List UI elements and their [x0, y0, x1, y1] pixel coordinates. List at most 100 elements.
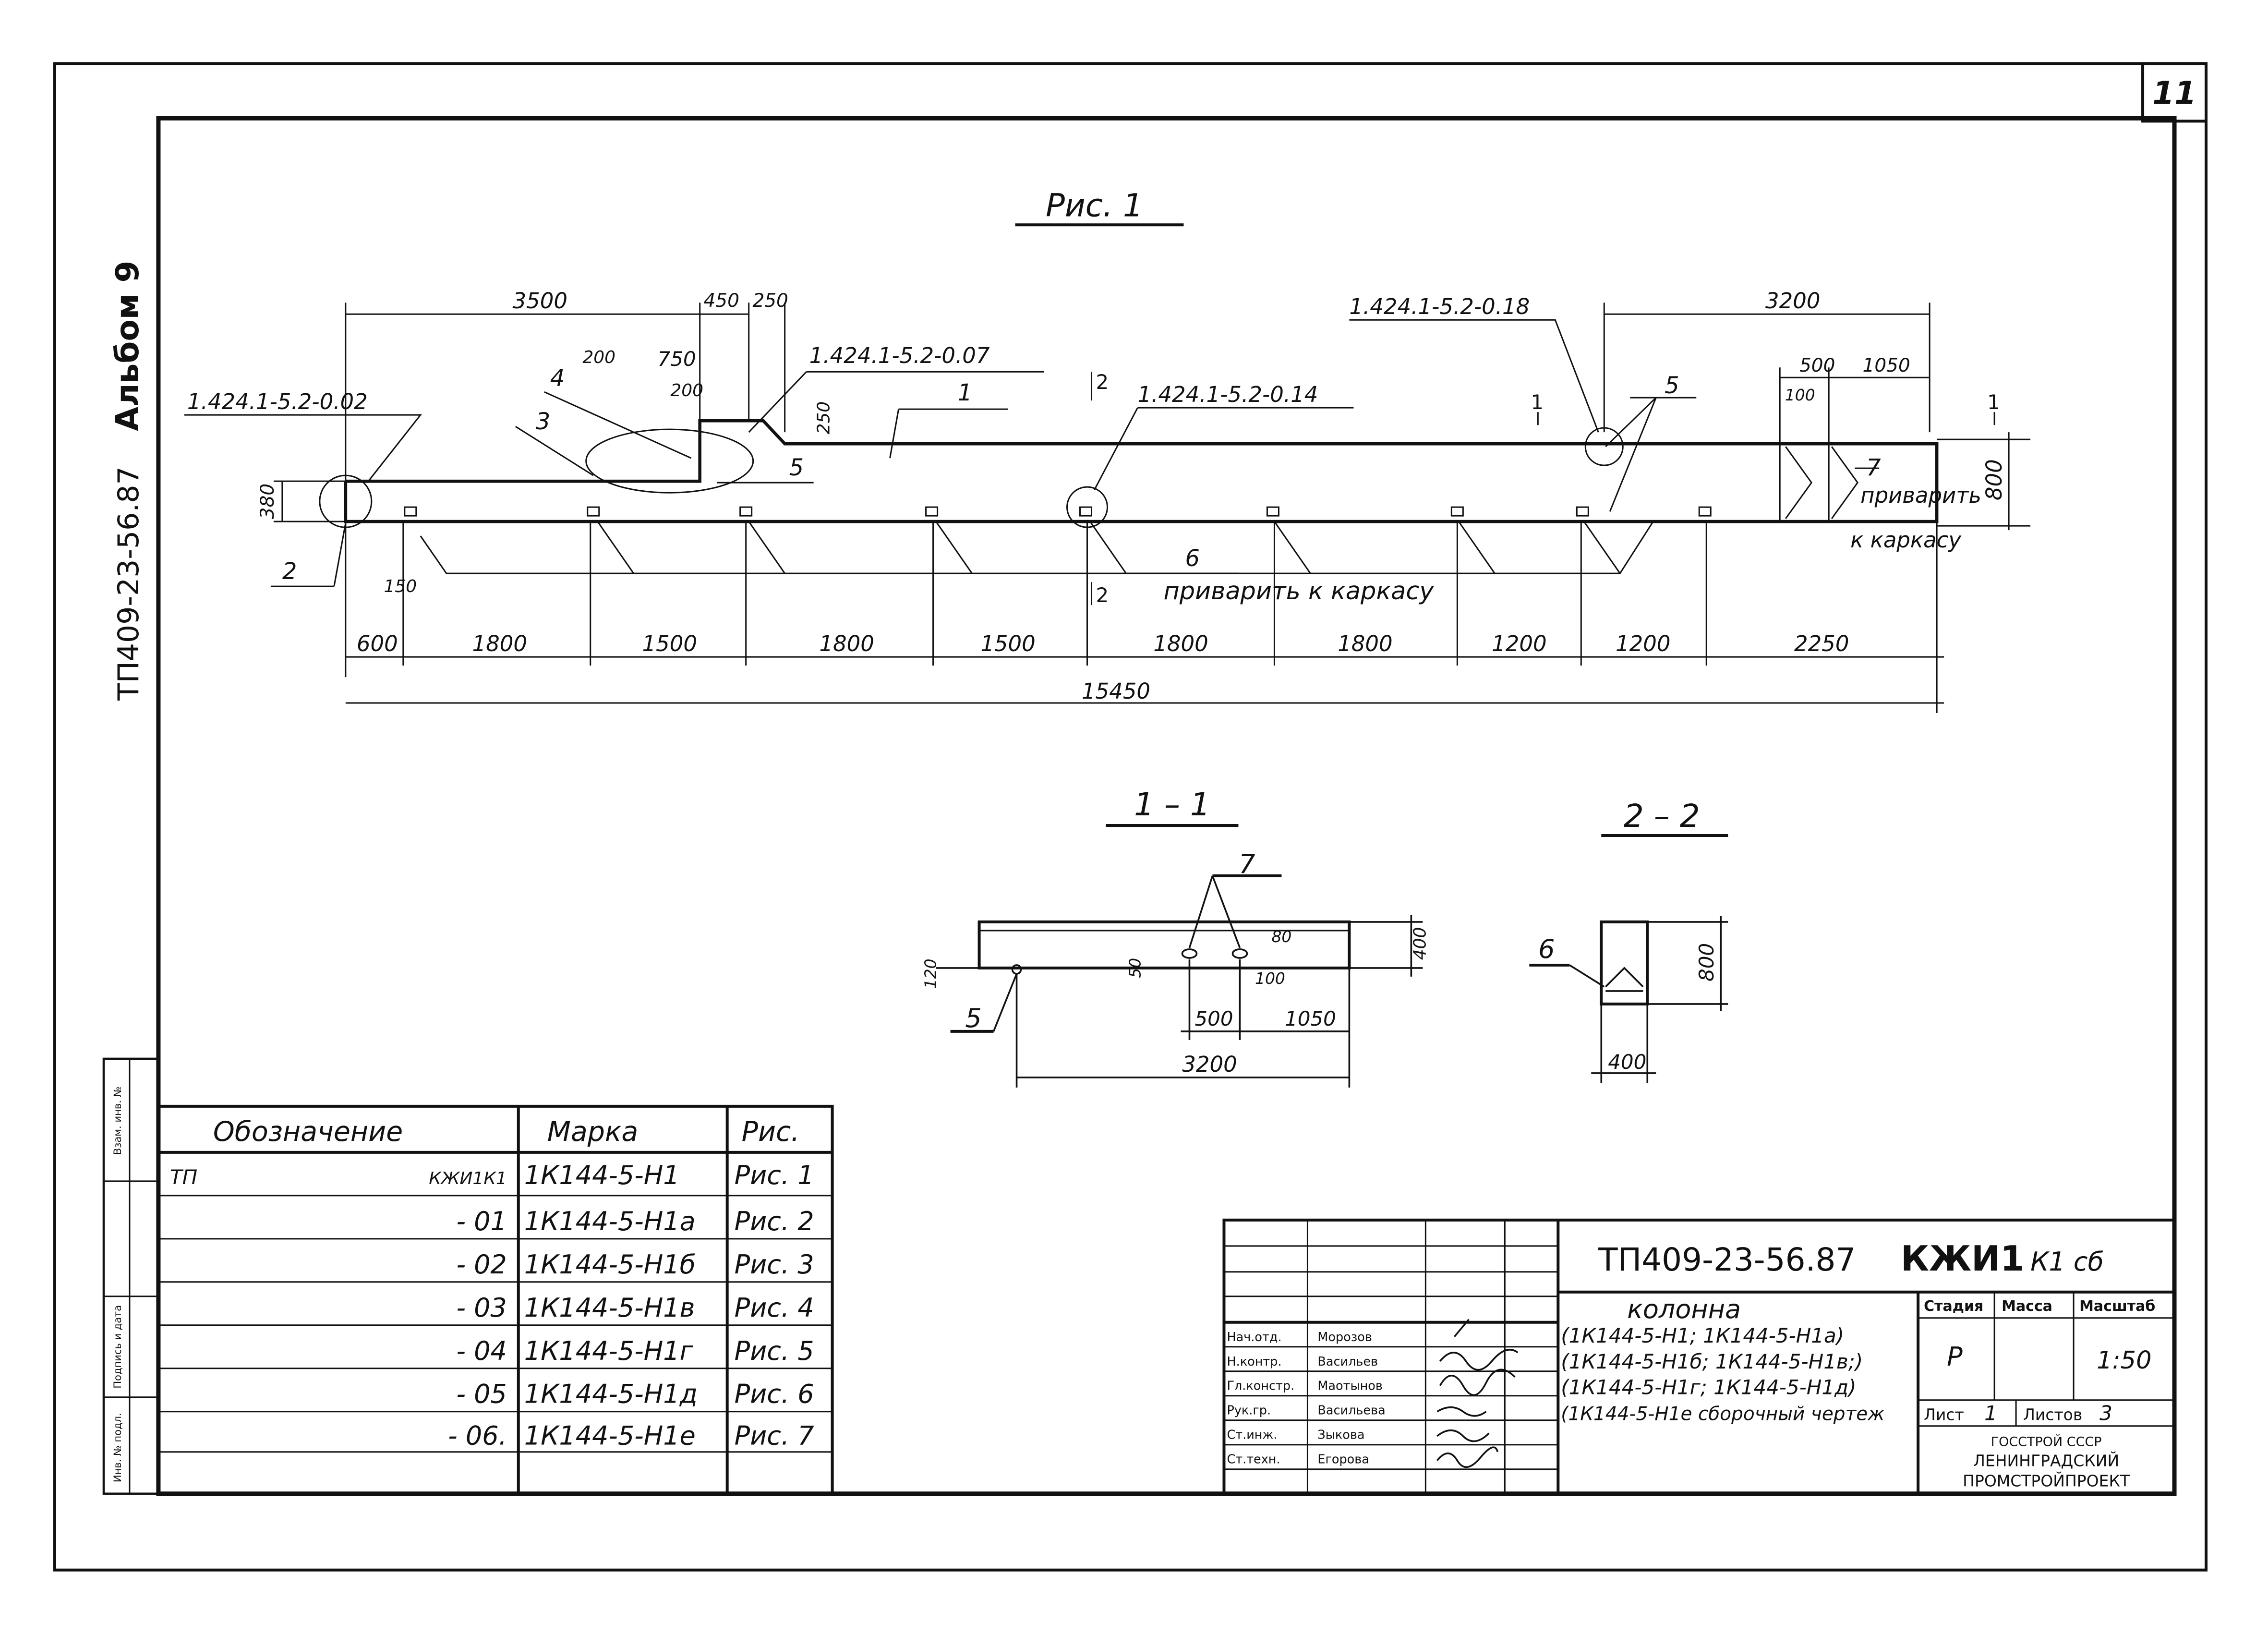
dim-100-sec: 100: [1255, 969, 1285, 988]
spec-header-fig: Рис.: [742, 1116, 800, 1148]
item-name: колонна: [1627, 1294, 1741, 1324]
dim-100: 100: [1785, 386, 1815, 404]
pos-7: 7: [1866, 454, 1881, 481]
spec-header-designation: Обозначение: [213, 1116, 403, 1148]
table-cell: Рис. 1: [735, 1160, 814, 1190]
pos-6-sec: 6: [1538, 934, 1555, 964]
table-cell: 1К144-5-Н1в: [524, 1293, 695, 1323]
table-cell: - 06.: [448, 1421, 507, 1451]
spec-table: Обозначение Марка Рис. ТП КЖИ1К1 1К144-5…: [157, 1104, 834, 1495]
table-cell: 1К144-5-Н1б: [524, 1249, 696, 1280]
table-cell: Рис. 4: [735, 1293, 814, 1323]
org-line: ЛЕНИНГРАДСКИЙ: [1973, 1451, 2119, 1470]
dim-200b: 200: [670, 381, 703, 400]
table-cell: 1К144-5-Н1а: [524, 1206, 696, 1236]
signatures: [1436, 1319, 1519, 1468]
table-cell: - 03: [456, 1293, 507, 1323]
doc-code: ТП409-23-56.87: [1598, 1241, 1856, 1278]
pos-3: 3: [536, 408, 551, 435]
section-mark: 1: [1531, 390, 1544, 414]
person-name: Маотынов: [1317, 1379, 1382, 1393]
dim-500: 500: [1799, 355, 1835, 376]
pos-4: 4: [550, 365, 565, 392]
dim-800-sec: 800: [1695, 943, 1718, 981]
column-outline: [344, 419, 1939, 523]
side-stamp-label: Взам. инв. №: [112, 1087, 123, 1155]
table-cell: ТП: [170, 1165, 197, 1189]
table-cell: 1К144-5-Н1: [524, 1160, 680, 1190]
section-mark: 2: [1096, 583, 1109, 607]
mass-label: Масса: [2002, 1298, 2052, 1315]
dim-3200: 3200: [1765, 288, 1820, 314]
pos-6: 6: [1185, 545, 1200, 572]
dim-50-sec: 50: [1125, 958, 1144, 978]
item-name-line: (1К144-5-Н1е сборочный чертеж: [1561, 1404, 1884, 1425]
role-label: Н.контр.: [1227, 1355, 1281, 1369]
org-line: ГОССТРОЙ СССР: [1991, 1434, 2102, 1450]
pos-5b: 5: [1665, 372, 1679, 399]
note-weld-7b: к каркасу: [1850, 527, 1962, 553]
dim-250b: 250: [814, 401, 834, 435]
side-doc-code: ТП409-23-56.87: [112, 466, 145, 701]
figure-1: Рис. 1: [184, 187, 2031, 714]
table-cell: Рис. 7: [735, 1421, 814, 1451]
table-cell: Рис. 3: [735, 1249, 814, 1280]
pos-1: 1: [958, 379, 973, 406]
side-stamp-label: Подпись и дата: [112, 1305, 123, 1389]
dim-bottom: 1500: [642, 631, 697, 656]
dim-750: 750: [658, 347, 696, 371]
sec11-title: 1 – 1: [1134, 786, 1210, 823]
dim-bottom: 1800: [472, 631, 527, 656]
section-mark: 2: [1096, 370, 1109, 394]
pos-5: 5: [789, 454, 804, 481]
dim-250: 250: [752, 290, 788, 312]
sheet-label: Лист: [1924, 1405, 1964, 1424]
sheet-no: 1: [1984, 1402, 1997, 1425]
item-name-line: (1К144-5-Н1г; 1К144-5-Н1д): [1561, 1376, 1856, 1399]
section-2-2: 2 – 2 6 800 400: [1529, 798, 1728, 1083]
role-label: Гл.констр.: [1227, 1379, 1294, 1393]
dim-bottom: 1200: [1616, 631, 1670, 656]
dim-380: 380: [257, 484, 278, 519]
dim-bottom: 1200: [1492, 631, 1546, 656]
role-label: Ст.техн.: [1227, 1453, 1280, 1467]
section-1-1: 1 – 1 7 5 400 50: [921, 786, 1430, 1088]
dim-bottom: 2250: [1794, 631, 1849, 656]
dim-120-sec: 120: [921, 958, 940, 989]
dim-bottom: 1800: [1338, 631, 1392, 656]
table-cell: - 01: [456, 1206, 507, 1236]
ref-0-07: 1.424.1-5.2-0.07: [809, 343, 990, 368]
dim-200: 200: [582, 348, 615, 367]
stage-value: Р: [1947, 1342, 1963, 1372]
section-mark: 1: [1987, 390, 2000, 414]
dim-450: 450: [703, 290, 739, 312]
item-name-line: (1К144-5-Н1; 1К144-5-Н1а): [1561, 1324, 1844, 1347]
table-cell: 1К144-5-Н1д: [524, 1379, 698, 1409]
pos-5-sec: 5: [965, 1003, 981, 1033]
scale-value: 1:50: [2097, 1346, 2151, 1375]
title-block: ТП409-23-56.87 КЖИ1 К1 сб колонна (1К144…: [1222, 1218, 2176, 1495]
ref-0-02: 1.424.1-5.2-0.02: [187, 389, 368, 414]
outer-border: [53, 62, 2208, 1572]
dim-bottom: 1800: [1153, 631, 1208, 656]
scale-label: Масштаб: [2079, 1298, 2155, 1315]
org-line: ПРОМСТРОЙПРОЕКТ: [1963, 1471, 2130, 1490]
dim-500-sec: 500: [1194, 1007, 1233, 1030]
dim-400-v: 400: [1410, 927, 1430, 960]
person-name: Васильева: [1317, 1404, 1385, 1418]
sheets-total: 3: [2099, 1402, 2112, 1425]
doc-mark: КЖИ1: [1901, 1238, 2024, 1279]
doc-suffix: К1 сб: [2030, 1247, 2104, 1277]
dim-bottom: 1500: [980, 631, 1035, 656]
sheets-label: Листов: [2023, 1405, 2082, 1424]
role-label: Ст.инж.: [1227, 1428, 1277, 1442]
dim-total: 15450: [1082, 678, 1150, 704]
side-stamp-label: Инв. № подл.: [112, 1413, 123, 1482]
table-cell: - 04: [456, 1336, 507, 1366]
sec22-title: 2 – 2: [1624, 798, 1700, 835]
sheet-number: 11: [2152, 74, 2196, 111]
table-cell: 1К144-5-Н1е: [524, 1421, 696, 1451]
dim-bottom: 600: [357, 631, 398, 656]
dim-400-sec: 400: [1608, 1050, 1646, 1074]
table-cell: - 05: [456, 1379, 507, 1409]
